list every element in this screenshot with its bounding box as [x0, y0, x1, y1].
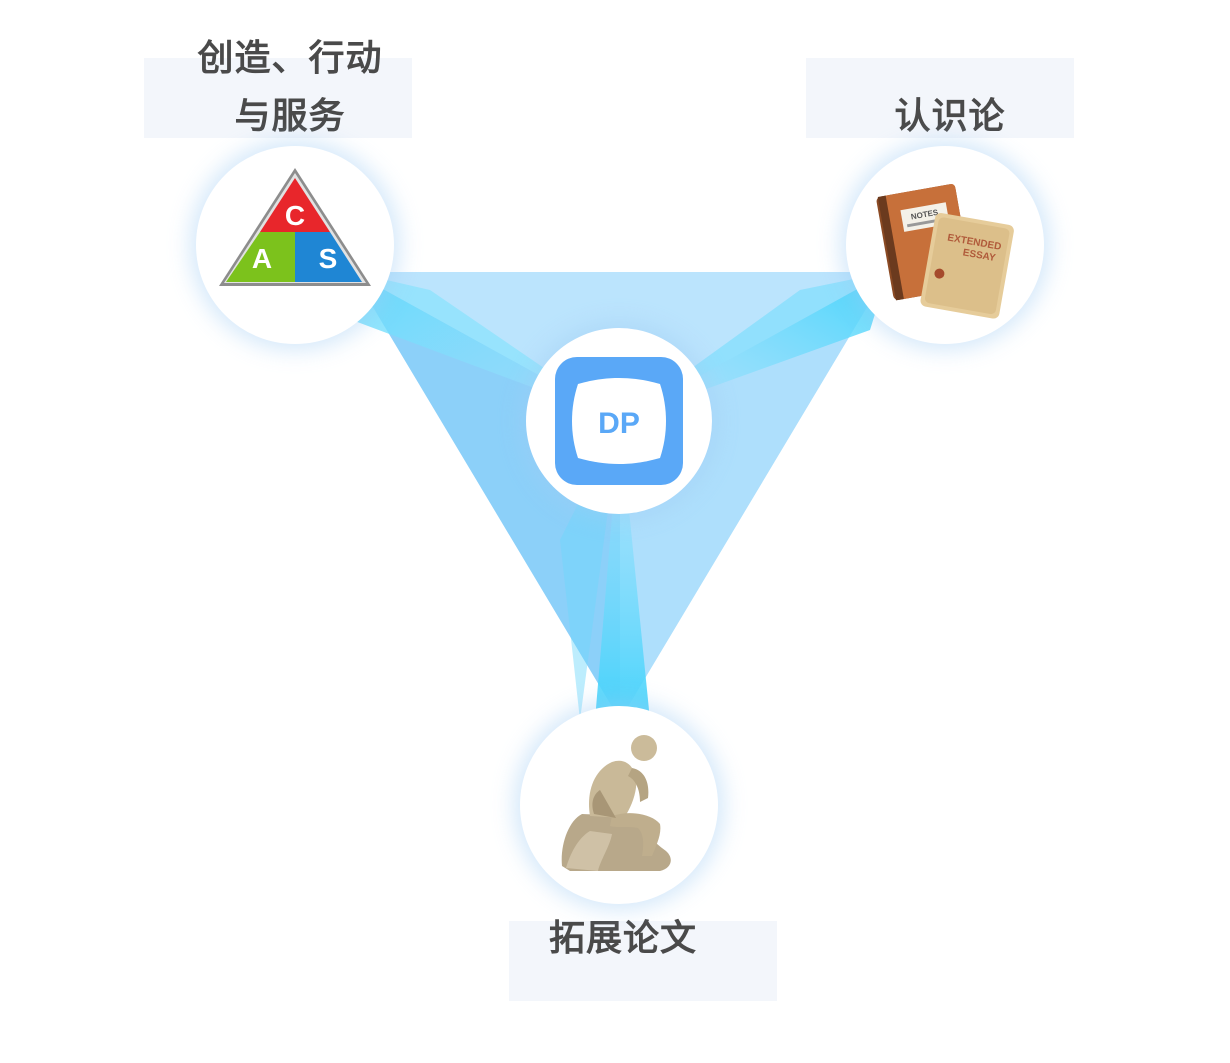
ee-node[interactable]	[520, 706, 718, 904]
books-icon: NOTES EXTENDED ESSAY	[876, 184, 1014, 319]
dp-logo-icon: DP	[555, 357, 683, 485]
dp-logo-text: DP	[598, 407, 640, 440]
cas-label-line1: 创造、行动	[197, 38, 383, 79]
ee-label: 拓展论文	[548, 918, 697, 959]
cas-node[interactable]: C A S	[196, 146, 394, 344]
cas-letter-a: A	[252, 243, 272, 274]
thinker-statue-icon	[561, 735, 671, 871]
tok-label: 认识论	[894, 96, 1006, 137]
tok-label-background	[806, 58, 1074, 138]
cas-letter-c: C	[285, 200, 305, 231]
cas-label: 创造、行动 与服务	[160, 30, 420, 146]
beam-bottom	[595, 420, 650, 720]
cas-triangle-icon: C A S	[219, 168, 371, 286]
ee-label-background	[509, 921, 777, 1001]
tok-node[interactable]: NOTES EXTENDED ESSAY	[846, 146, 1044, 344]
dp-center-node[interactable]: DP	[526, 328, 712, 514]
cas-letter-s: S	[319, 243, 338, 274]
cas-label-line2: 与服务	[234, 96, 346, 137]
cas-label-background	[144, 58, 412, 138]
